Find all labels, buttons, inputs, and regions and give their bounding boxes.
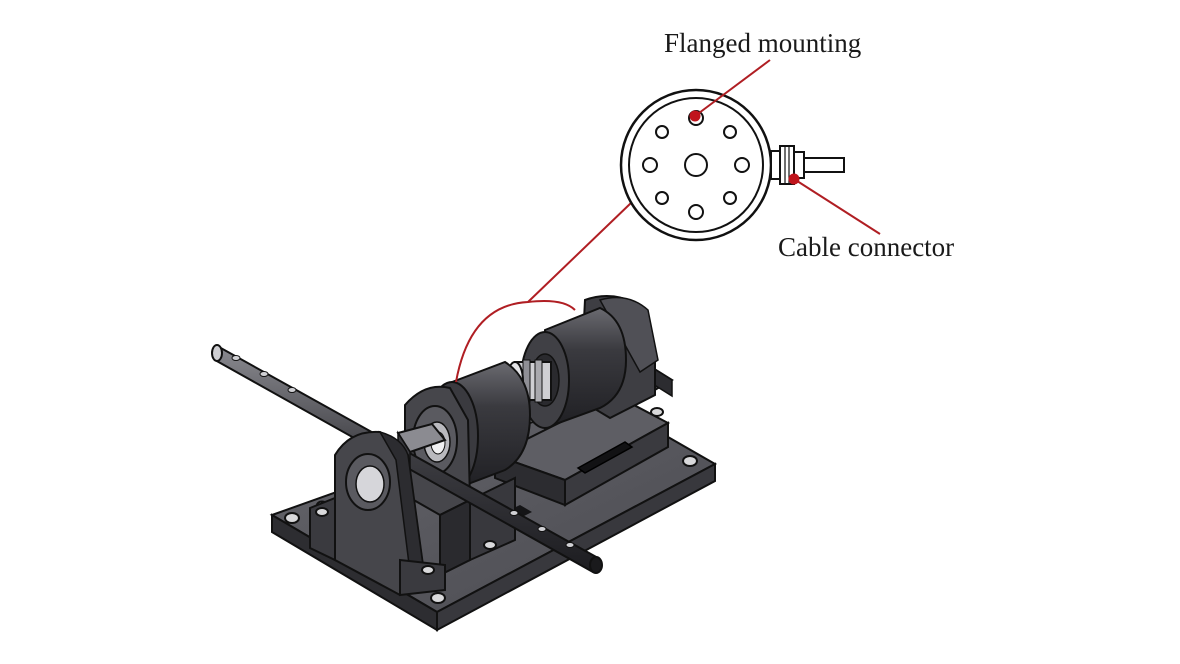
- magnifier-leader: [455, 201, 633, 383]
- center-bore: [684, 153, 708, 177]
- right-mounting-block: [492, 393, 671, 507]
- load-cell-front-view: [619, 88, 845, 242]
- label-cable-connector: Cable connector: [778, 232, 955, 262]
- adjustment-slot: [576, 441, 634, 474]
- callout-cable-connector-leader: [788, 173, 881, 235]
- left-pillow-block: [309, 430, 446, 597]
- cable: [803, 157, 845, 173]
- label-flanged-mounting: Flanged mounting: [664, 28, 862, 58]
- callout-flanged-mounting-leader: [689, 59, 771, 122]
- cable-connector: [770, 145, 845, 185]
